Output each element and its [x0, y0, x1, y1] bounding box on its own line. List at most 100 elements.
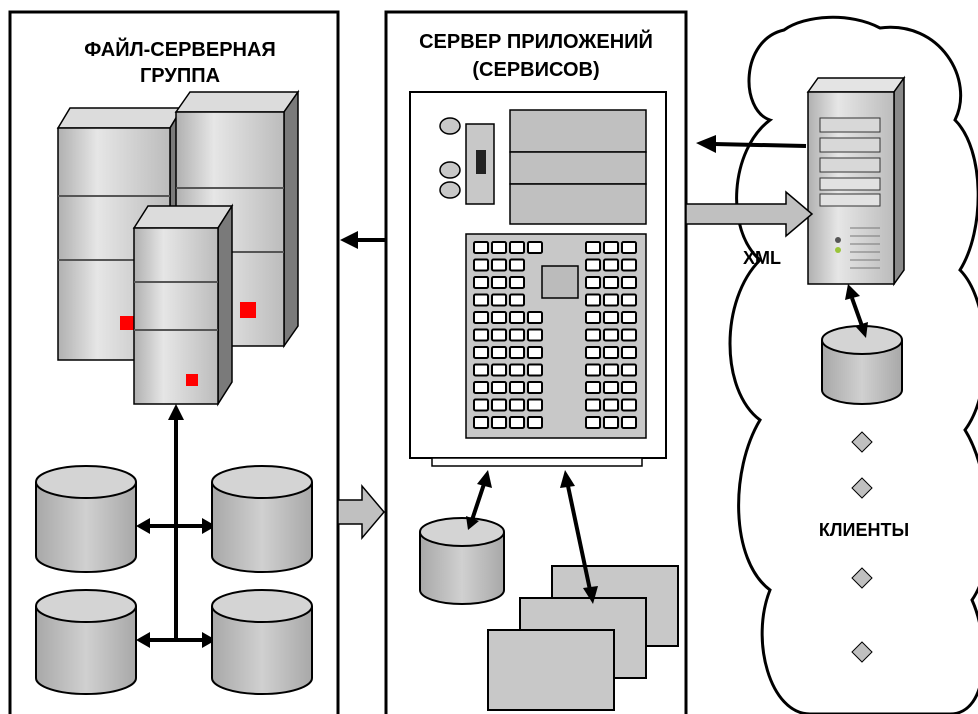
chip-cell: [621, 416, 637, 429]
chip-cell: [509, 258, 525, 272]
chip-cell: [603, 363, 619, 377]
database-icon: [211, 589, 313, 695]
database-icon: [211, 465, 313, 573]
chip-cell: [491, 293, 507, 307]
chip-cell: [621, 293, 637, 307]
client-diamond-icon: [851, 477, 873, 499]
client-pc-tower-icon: [806, 75, 906, 287]
chip-cell: [509, 346, 525, 359]
chip-cell: [527, 416, 543, 429]
file-server-group-title-line2: ГРУППА: [140, 65, 220, 87]
chip-cell: [585, 276, 601, 289]
clients-label: КЛИЕНТЫ: [819, 520, 909, 540]
chip-cell: [509, 293, 525, 307]
chip-cell: [527, 363, 543, 377]
chip-cell: [585, 416, 601, 429]
chip-cell: [621, 363, 637, 377]
chip-cell: [621, 241, 637, 254]
app-server-title-line1: СЕРВЕР ПРИЛОЖЕНИЙ: [419, 29, 653, 53]
chip-cell: [473, 346, 489, 359]
file-server-group-panel: ФАЙЛ-СЕРВЕРНАЯ ГРУППА: [8, 10, 340, 714]
file-server-group-title-line1: ФАЙЛ-СЕРВЕРНАЯ: [84, 37, 276, 61]
clients-cloud: КЛИЕНТЫ XML: [728, 15, 978, 714]
chip-cell: [585, 346, 601, 359]
chip-cell: [603, 311, 619, 324]
chip-cell: [603, 293, 619, 307]
app-server-title-line2: (СЕРВИСОВ): [472, 59, 599, 81]
chip-cell: [509, 328, 525, 342]
chip-cell: [473, 276, 489, 289]
gray-arrow-xml-to-clients: [685, 190, 814, 238]
chip-cell: [603, 241, 619, 254]
chip-cell: [603, 416, 619, 429]
chip-cell: [509, 363, 525, 377]
chip-cell: [603, 346, 619, 359]
chip-cell: [621, 346, 637, 359]
chip-cell: [527, 398, 543, 412]
chip-cell: [527, 381, 543, 394]
chip-cell: [509, 241, 525, 254]
chip-cell: [491, 311, 507, 324]
chip-cell: [585, 328, 601, 342]
chip-cell: [509, 276, 525, 289]
chip-cell: [509, 398, 525, 412]
chip-cell: [585, 311, 601, 324]
chip-cell: [585, 363, 601, 377]
chip-cell: [621, 258, 637, 272]
chip-cell: [491, 416, 507, 429]
chip-cell: [491, 328, 507, 342]
chip-cell: [603, 381, 619, 394]
chip-cell: [491, 258, 507, 272]
client-diamond-icon: [851, 641, 873, 663]
database-icon: [35, 465, 137, 573]
chip-cell: [491, 346, 507, 359]
chip-cell: [527, 346, 543, 359]
chip-cell: [473, 311, 489, 324]
chip-cell: [621, 381, 637, 394]
chip-cell: [509, 416, 525, 429]
chip-cell: [491, 276, 507, 289]
app-server-panel: СЕРВЕР ПРИЛОЖЕНИЙ (СЕРВИСОВ): [384, 10, 688, 714]
chip-cell: [491, 241, 507, 254]
chip-cell: [491, 363, 507, 377]
arrow-app-to-file-servers: [340, 231, 388, 249]
chip-cell: [603, 276, 619, 289]
storage-bus-connector: [136, 404, 216, 648]
chip-cell: [527, 328, 543, 342]
chip-cell: [585, 381, 601, 394]
chip-cell: [585, 293, 601, 307]
client-diamond-icon: [851, 567, 873, 589]
chip-cell: [473, 363, 489, 377]
chip-cell: [509, 381, 525, 394]
chip-cell: [621, 328, 637, 342]
chip-cell: [603, 398, 619, 412]
chip-cell: [473, 293, 489, 307]
chip-cell: [491, 381, 507, 394]
chip-cell: [585, 398, 601, 412]
chip-cell: [473, 381, 489, 394]
chip-grid: [473, 241, 637, 429]
chip-cell: [585, 258, 601, 272]
chip-cell: [603, 258, 619, 272]
chip-cell: [473, 258, 489, 272]
database-icon: [821, 325, 903, 405]
arrow-screens-to-app-server: [560, 470, 598, 604]
database-icon: [35, 589, 137, 695]
chip-cell: [473, 398, 489, 412]
chip-cell: [473, 328, 489, 342]
chip-cell: [473, 241, 489, 254]
chip-cell: [603, 328, 619, 342]
gray-arrow-file-to-app: [337, 483, 385, 541]
client-diamond-icon: [851, 431, 873, 453]
arrow-db-to-client-pc: [845, 284, 868, 338]
database-icon: [419, 517, 505, 605]
chip-cell: [621, 398, 637, 412]
arrow-client-to-app-server: [696, 135, 807, 153]
chip-cell: [491, 398, 507, 412]
chip-cell: [621, 311, 637, 324]
chip-cell: [473, 416, 489, 429]
app-server-cabinet-icon: [409, 91, 667, 467]
client-screens-icon: [487, 565, 679, 711]
server-tower-front-icon: [132, 203, 234, 407]
